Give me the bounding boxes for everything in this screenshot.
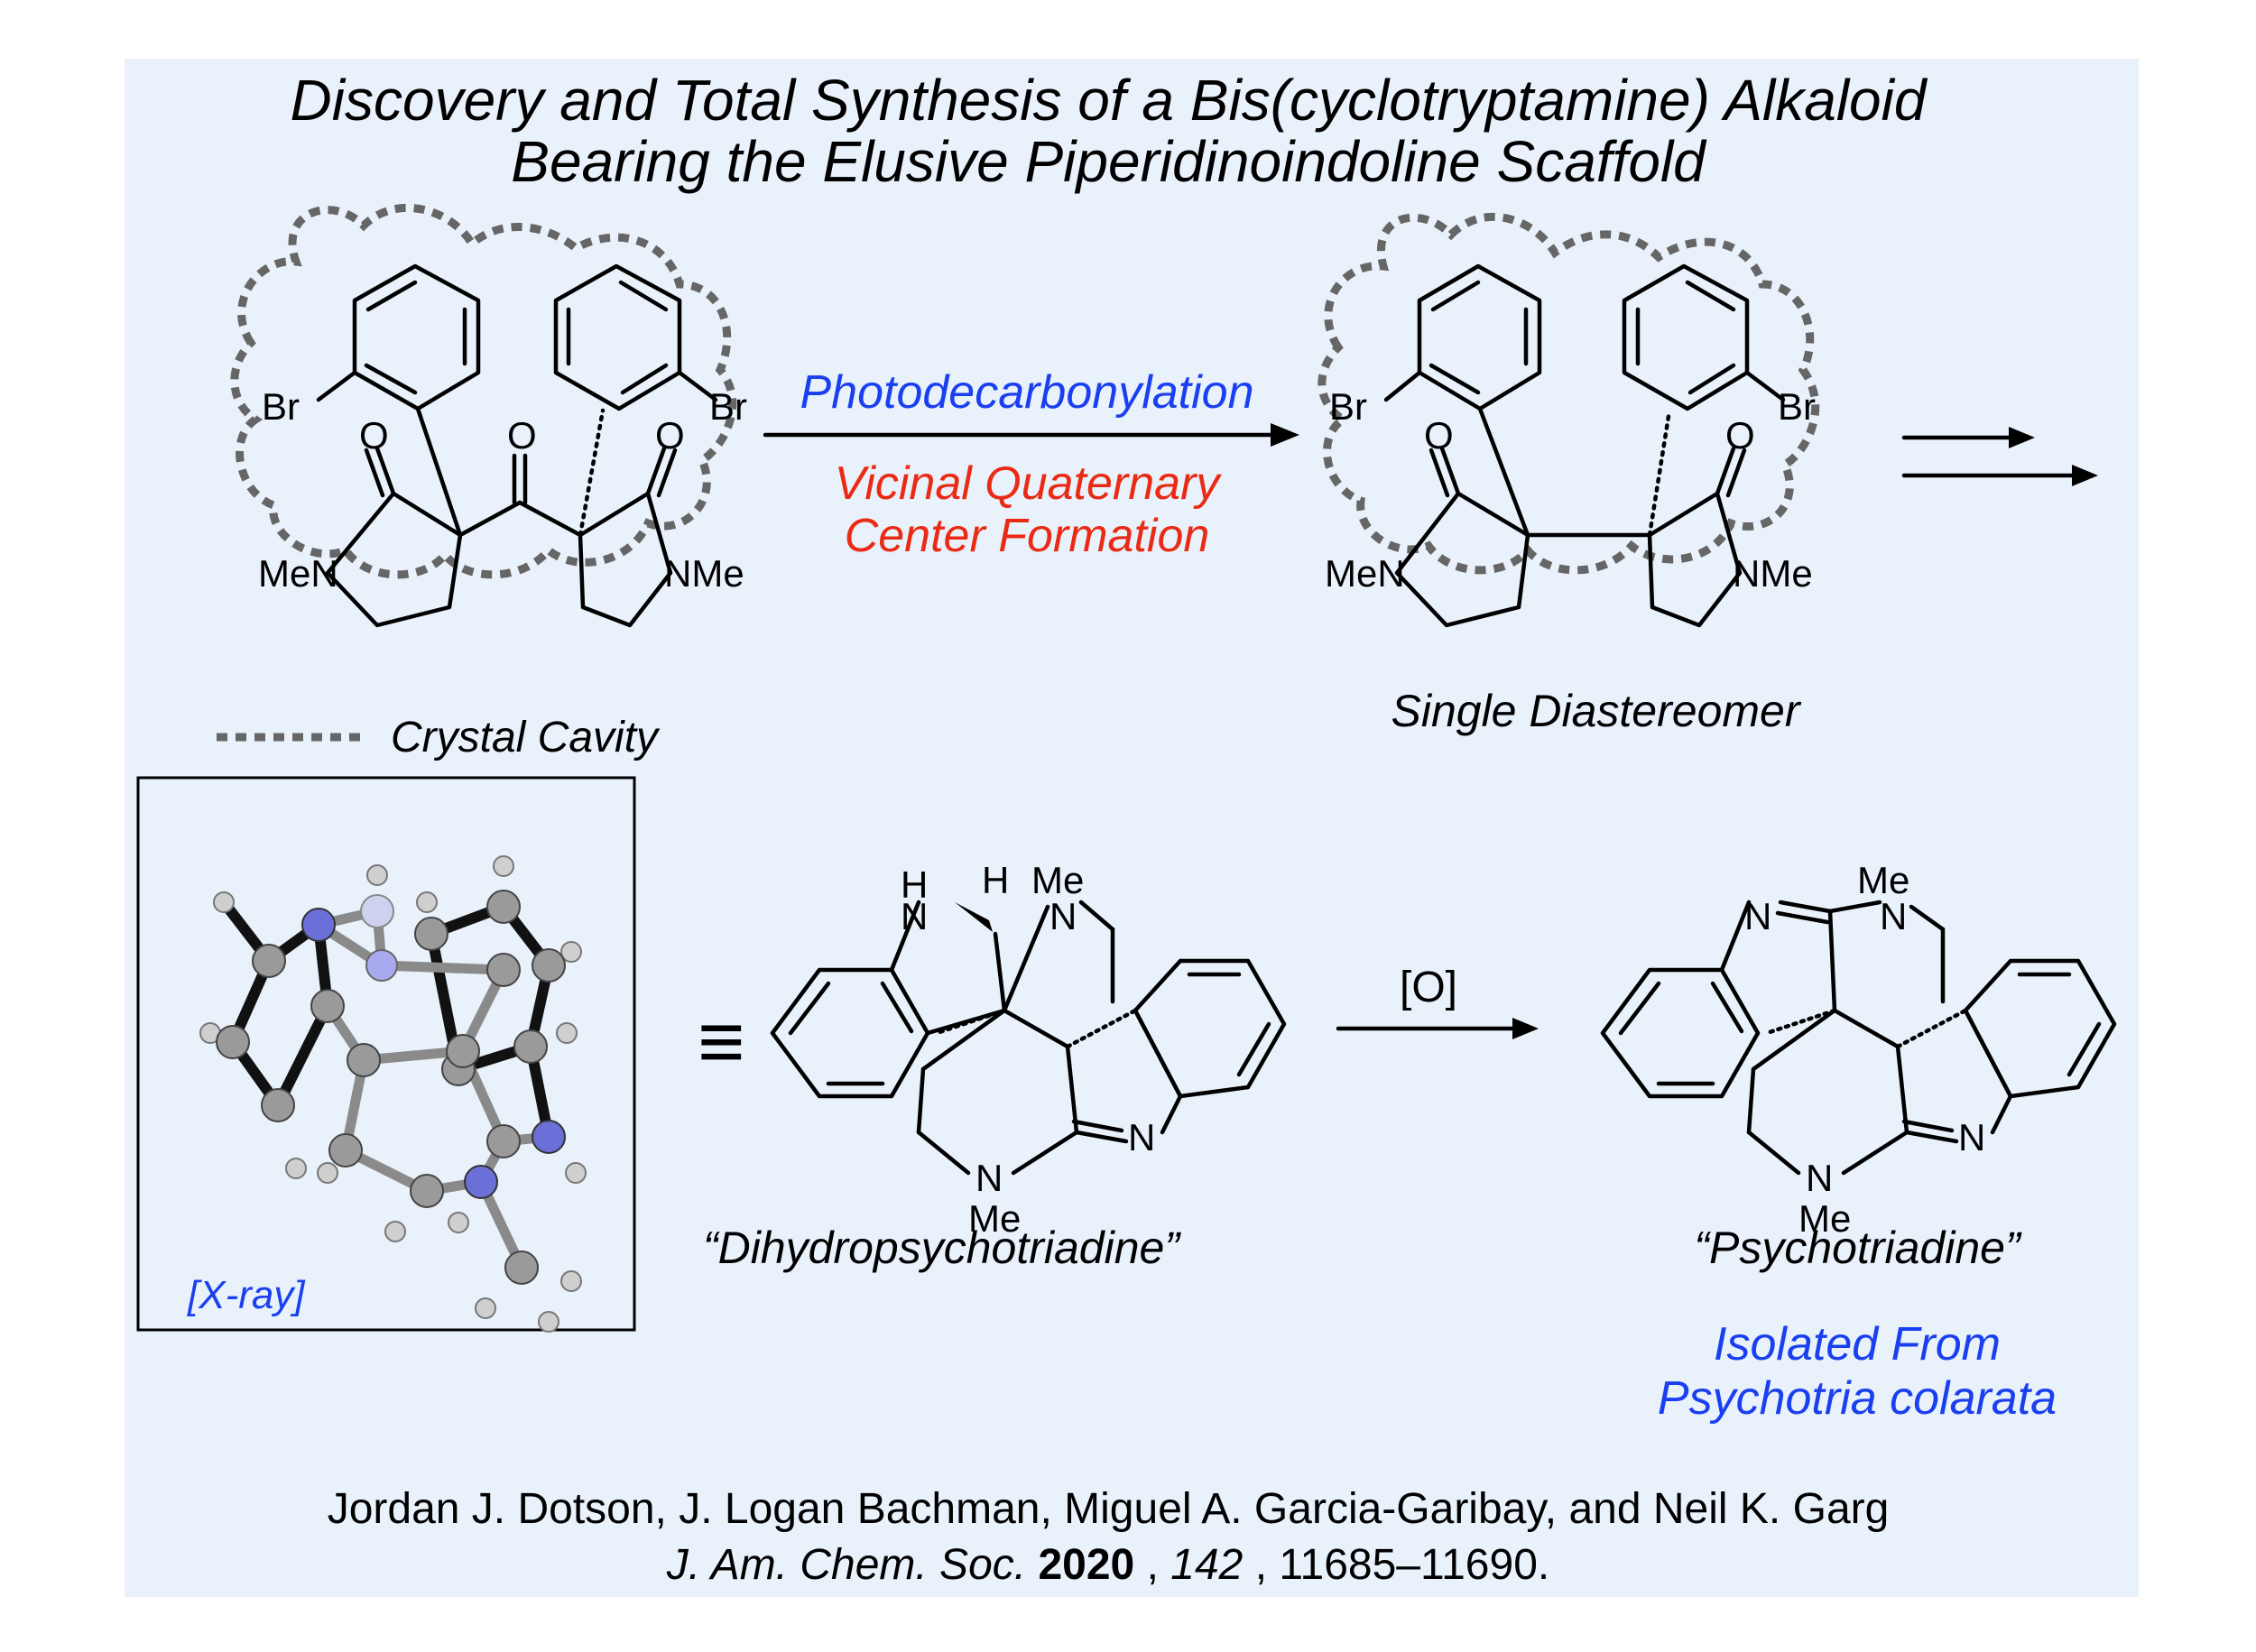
citation-authors: Jordan J. Dotson, J. Logan Bachman, Migu…: [328, 1485, 1890, 1533]
psychotria-colarata-label: Psychotria colarata: [1658, 1372, 2057, 1425]
atom-n-indoline: N: [901, 895, 928, 937]
atom-br-left-2: Br: [1329, 385, 1367, 428]
atom-br-right-2: Br: [1778, 385, 1816, 428]
atom-n-imine-2: N: [1958, 1116, 1985, 1158]
reaction-scheme: Discovery and Total Synthesis of a Bis(c…: [125, 59, 2139, 1597]
atom-nme-right-2: NMe: [1733, 552, 1813, 595]
crystal-cavity-outline-left: [230, 203, 737, 579]
multistep-arrow-top-head: [2009, 427, 2035, 448]
citation-pages: , 11685–11690.: [1255, 1541, 1550, 1589]
xray-ball-and-stick-model: [199, 855, 587, 1333]
dihydropsychotriadine-label: “Dihydropsychotriadine”: [703, 1223, 1181, 1273]
graphical-abstract-panel: Discovery and Total Synthesis of a Bis(c…: [125, 59, 2139, 1597]
psychotriadine-structure: N Me N N Me N: [1600, 859, 2117, 1240]
dihydropsychotriadine-structure: H N H Me N N Me N: [770, 859, 1287, 1240]
atom-men-left-2: MeN: [1325, 552, 1405, 595]
title-line-2: Bearing the Elusive Piperidinoindoline S…: [511, 129, 1707, 194]
single-diastereomer-label: Single Diastereomer: [1392, 686, 1802, 736]
xray-label: [X-ray]: [187, 1273, 306, 1317]
panel-background: [125, 59, 2139, 1597]
oxidation-arrow-head: [1512, 1018, 1539, 1039]
atom-n-imine: N: [1128, 1116, 1155, 1158]
multistep-arrow-bottom-head: [2072, 465, 2098, 486]
psychotriadine-label: “Psychotriadine”: [1694, 1223, 2022, 1273]
reaction-arrow-1-head: [1271, 423, 1299, 447]
oxidation-reagent: [O]: [1400, 964, 1457, 1011]
vicinal-quaternary-label-line-2: Center Formation: [845, 510, 1210, 562]
atom-o-right-2: O: [1725, 414, 1755, 457]
atom-h-nh: H: [901, 863, 928, 906]
atom-o-left-2: O: [1424, 414, 1454, 457]
atom-nme-right: NMe: [664, 552, 744, 595]
equivalence-symbol: ≡: [698, 997, 745, 1087]
atom-n-bottom-2: N: [1806, 1157, 1833, 1199]
isolated-from-label: Isolated From: [1714, 1318, 2001, 1371]
atom-n-bottom: N: [975, 1157, 1003, 1199]
citation-year: 2020: [1038, 1541, 1134, 1589]
vicinal-quaternary-product-structure: Br Br O O MeN NMe: [1318, 212, 1820, 628]
xray-structure-frame: [136, 776, 636, 1332]
title-line-1: Discovery and Total Synthesis of a Bis(c…: [291, 68, 1928, 133]
photodecarbonylation-label: Photodecarbonylation: [800, 366, 1253, 419]
crystal-cavity-label: Crystal Cavity: [391, 714, 661, 761]
citation-journal: J. Am. Chem. Soc.: [666, 1541, 1026, 1589]
citation-volume: 142: [1170, 1541, 1243, 1589]
atom-me-bottom-2: Me: [1798, 1197, 1851, 1240]
atom-n-top-2: N: [1880, 895, 1907, 937]
vicinal-quaternary-label-line-1: Vicinal Quaternary: [835, 457, 1223, 510]
atom-o-left: O: [359, 414, 389, 457]
atom-men-left: MeN: [258, 552, 338, 595]
atom-n-indolenine: N: [1744, 895, 1771, 937]
atom-h-aminal: H: [982, 859, 1009, 901]
atom-o-right: O: [655, 414, 685, 457]
atom-me-bottom: Me: [968, 1197, 1021, 1240]
crystal-cavity-outline-right: [1318, 212, 1820, 575]
atom-br-right: Br: [709, 385, 747, 428]
atom-me-top: Me: [1031, 859, 1084, 901]
starting-ketone-structure: Br Br O O O MeN NMe: [230, 203, 747, 628]
atom-me-top-2: Me: [1857, 859, 1909, 901]
atom-br-left: Br: [262, 385, 300, 428]
atom-o-ketone: O: [507, 414, 537, 457]
atom-n-top: N: [1049, 895, 1077, 937]
citation-reference: J. Am. Chem. Soc. 2020 , 142 , 11685–116…: [666, 1541, 1549, 1589]
